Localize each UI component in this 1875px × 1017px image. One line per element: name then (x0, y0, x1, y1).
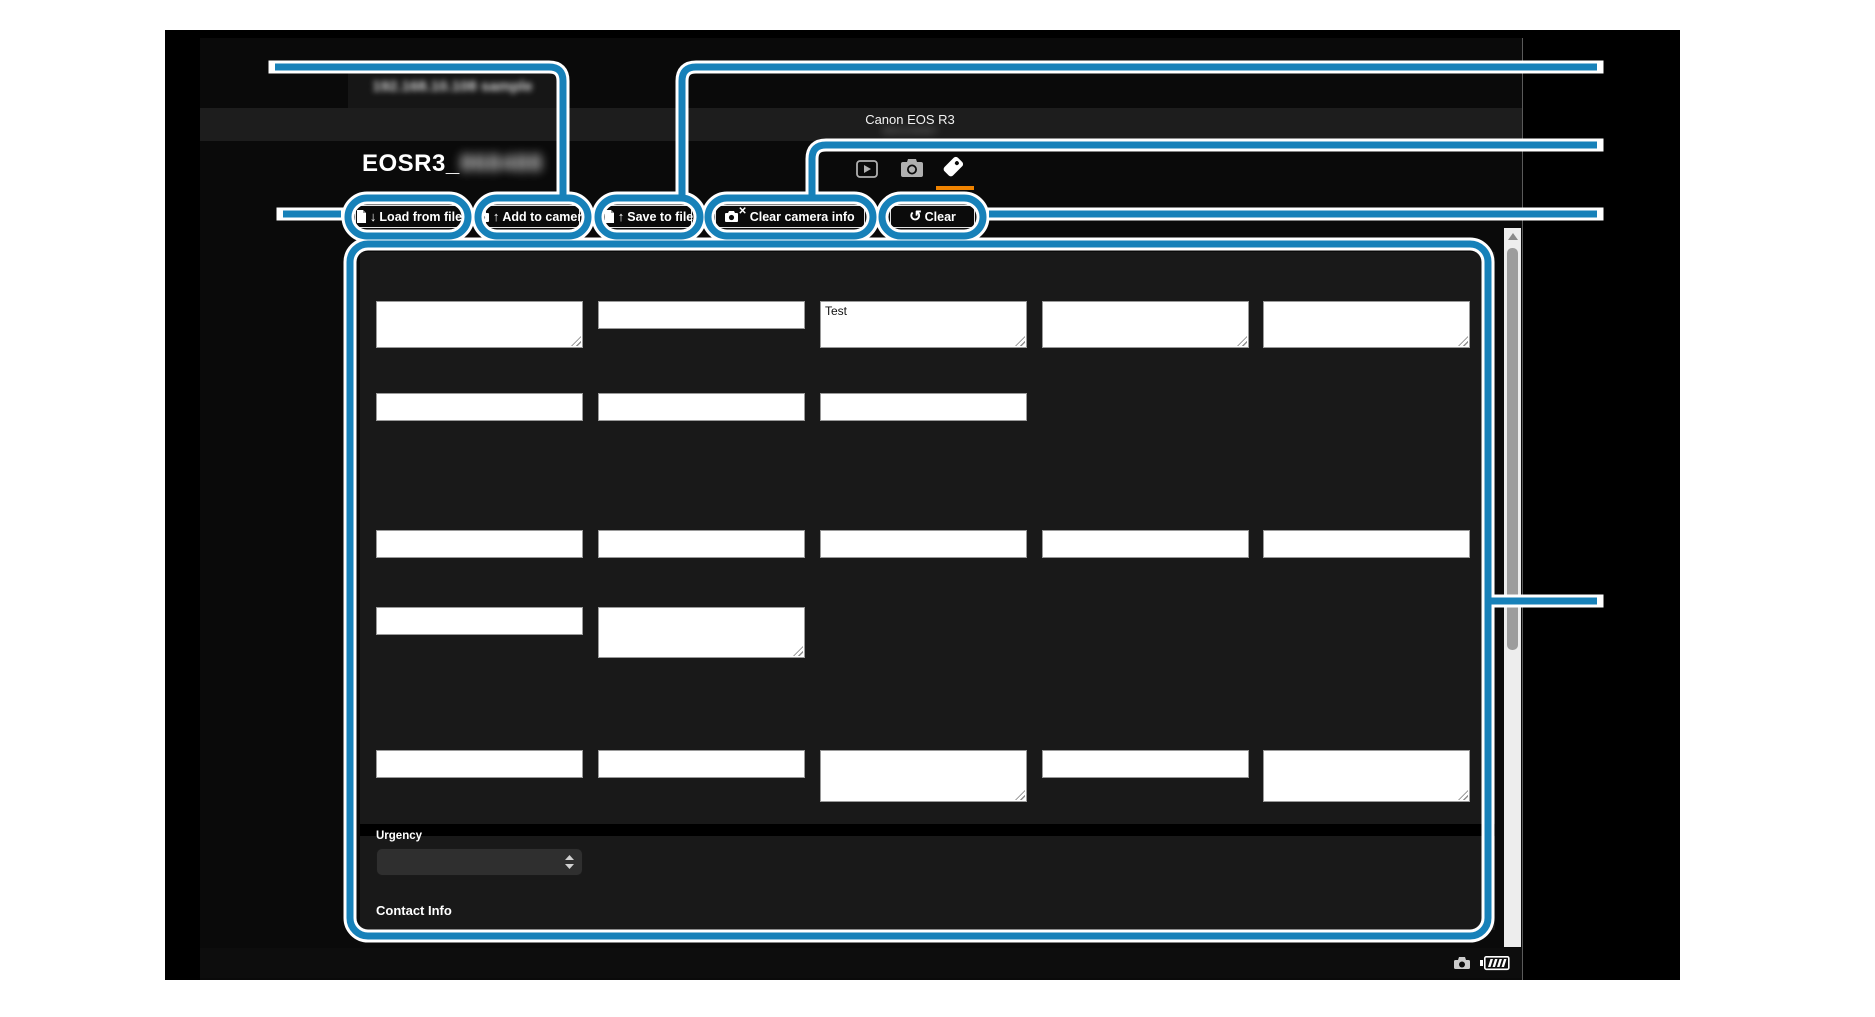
scrollbar-up-arrow-icon[interactable] (1508, 233, 1518, 240)
field-box-copyright-url (376, 607, 583, 635)
button-label: Clear (924, 209, 956, 224)
camera-serial-blurred: 5001234567 (882, 126, 938, 137)
save-to-file-button[interactable]: ↑Save to file (604, 205, 694, 228)
tab-playback[interactable] (855, 159, 879, 179)
field-input-title-object-name[interactable] (377, 751, 582, 777)
field-box-description-writers (598, 301, 805, 329)
field-input-featured-org-name[interactable] (377, 394, 582, 420)
field-box-persons-shown (1263, 301, 1470, 348)
arrow-down-icon: ↓ (369, 209, 377, 224)
field-box-job-id (598, 750, 805, 778)
field-box-keywords (1042, 301, 1249, 348)
camera-tab-icon (901, 159, 923, 177)
filename-prefix: EOSR3_ (362, 150, 460, 177)
arrow-up-icon: ↑ (492, 209, 500, 224)
form-section-separator (360, 824, 1495, 836)
tab-shooting[interactable] (899, 157, 925, 179)
urgency-dropdown[interactable] (376, 848, 583, 876)
filename-blurred: 868488 (459, 150, 543, 177)
status-bar (200, 948, 1522, 978)
field-box-rights-usage-terms (598, 607, 805, 658)
field-input-rights-usage-terms[interactable] (599, 608, 804, 657)
field-box-supplemental-categories (1263, 750, 1470, 802)
field-input-headline[interactable] (821, 302, 1026, 347)
button-label: Add to camera (502, 209, 590, 224)
field-box-credit (1042, 530, 1249, 558)
field-input-keywords[interactable] (1043, 302, 1248, 347)
scrollbar-thumb[interactable] (1507, 248, 1518, 650)
field-input-special-instructions[interactable] (821, 751, 1026, 801)
camera-name: Canon EOS R3 (865, 112, 955, 127)
field-input-source[interactable] (1264, 531, 1469, 557)
chevron-up-down-icon (565, 855, 574, 869)
file-icon (356, 210, 367, 223)
field-box-creator-s-job-title (598, 530, 805, 558)
button-label: Load from file (379, 209, 463, 224)
undo-icon: ↺ (909, 208, 922, 225)
clear-camera-info-button[interactable]: ✕Clear camera info (715, 205, 865, 228)
field-input-iptc-scene[interactable] (821, 394, 1026, 420)
field-input-copyright-url[interactable] (377, 608, 582, 634)
field-box-special-instructions (820, 750, 1027, 802)
device-address-text: 192.168.10.108 sample (372, 77, 533, 95)
load-from-file-button[interactable]: ↓Load from file (355, 205, 463, 228)
field-input-credit[interactable] (1043, 531, 1248, 557)
arrow-up-icon: ↑ (617, 209, 625, 224)
field-input-supplemental-categories[interactable] (1264, 751, 1469, 801)
field-input-creator-photographer[interactable] (377, 531, 582, 557)
field-box-description-caption (376, 301, 583, 348)
button-label: Clear camera info (749, 209, 855, 224)
field-box-headline (820, 301, 1027, 348)
field-box-featured-org-code (598, 393, 805, 421)
field-box-category (1042, 750, 1249, 778)
field-box-title-object-name (376, 750, 583, 778)
play-tab-icon (856, 160, 878, 178)
field-box-creator-photographer (376, 530, 583, 558)
field-input-category[interactable] (1043, 751, 1248, 777)
field-box-copyright (820, 530, 1027, 558)
field-input-description-caption[interactable] (377, 302, 582, 347)
field-box-source (1263, 530, 1470, 558)
camera-icon (475, 211, 490, 222)
field-box-featured-org-name (376, 393, 583, 421)
field-input-featured-org-code[interactable] (599, 394, 804, 420)
field-input-creator-s-job-title[interactable] (599, 531, 804, 557)
clear-button[interactable]: ↺Clear (890, 205, 975, 228)
device-list-item[interactable]: 192.168.10.108 sample (348, 64, 557, 108)
tag-tab-icon (943, 156, 964, 177)
x-icon: ✕ (738, 205, 747, 217)
field-box-iptc-scene (820, 393, 1027, 421)
field-input-description-writers[interactable] (599, 302, 804, 328)
field-input-persons-shown[interactable] (1264, 302, 1469, 347)
button-label: Save to file (627, 209, 694, 224)
camera-icon (725, 211, 739, 222)
field-input-job-id[interactable] (599, 751, 804, 777)
file-icon (604, 210, 615, 223)
add-to-camera-button[interactable]: ↑Add to camera (475, 205, 589, 228)
section-title-contact: Contact Info (376, 903, 452, 918)
active-tab-underline (936, 186, 974, 190)
tab-iptc[interactable] (938, 154, 968, 180)
urgency-label: Urgency (376, 830, 423, 842)
field-input-copyright[interactable] (821, 531, 1026, 557)
camera-status-icon (1454, 957, 1470, 969)
image-filename: EOSR3_868488 (362, 150, 543, 178)
battery-icon (1480, 955, 1510, 971)
